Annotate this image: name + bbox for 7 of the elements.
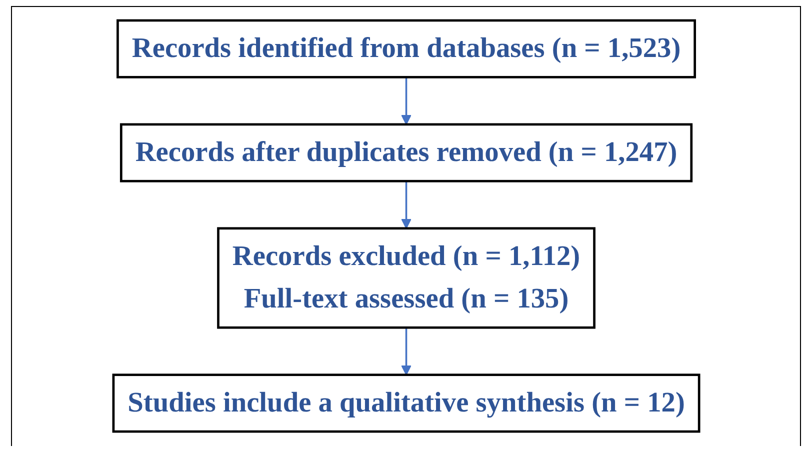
node-box: Records excluded (n = 1,112) Full-text assessed (n = 135): [216, 227, 596, 329]
arrow: [400, 328, 412, 376]
node-box: Records after duplicates removed (n = 1,247): [120, 123, 692, 182]
node-box: Records identified from databases (n = 1,523): [116, 19, 696, 78]
node-box: Studies include a qualitative synthesis (n = 12): [112, 374, 700, 433]
arrow: [400, 181, 412, 229]
arrow: [400, 77, 412, 125]
